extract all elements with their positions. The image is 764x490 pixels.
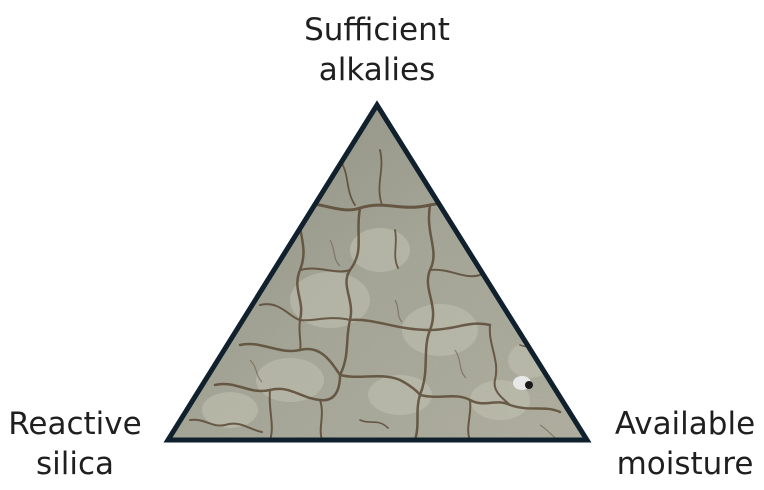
vertex-label-right-line1: Available xyxy=(606,404,764,444)
vertex-label-right-line2: moisture xyxy=(606,444,764,484)
vertex-label-top: Sufficient alkalies xyxy=(277,10,477,90)
concrete-crack-image xyxy=(160,100,600,445)
vertex-label-left-line2: silica xyxy=(0,444,150,484)
vertex-label-top-line2: alkalies xyxy=(277,50,477,90)
vertex-label-left: Reactive silica xyxy=(0,404,150,484)
vertex-label-right: Available moisture xyxy=(606,404,764,484)
vertex-label-left-line1: Reactive xyxy=(0,404,150,444)
vertex-label-top-line1: Sufficient xyxy=(277,10,477,50)
